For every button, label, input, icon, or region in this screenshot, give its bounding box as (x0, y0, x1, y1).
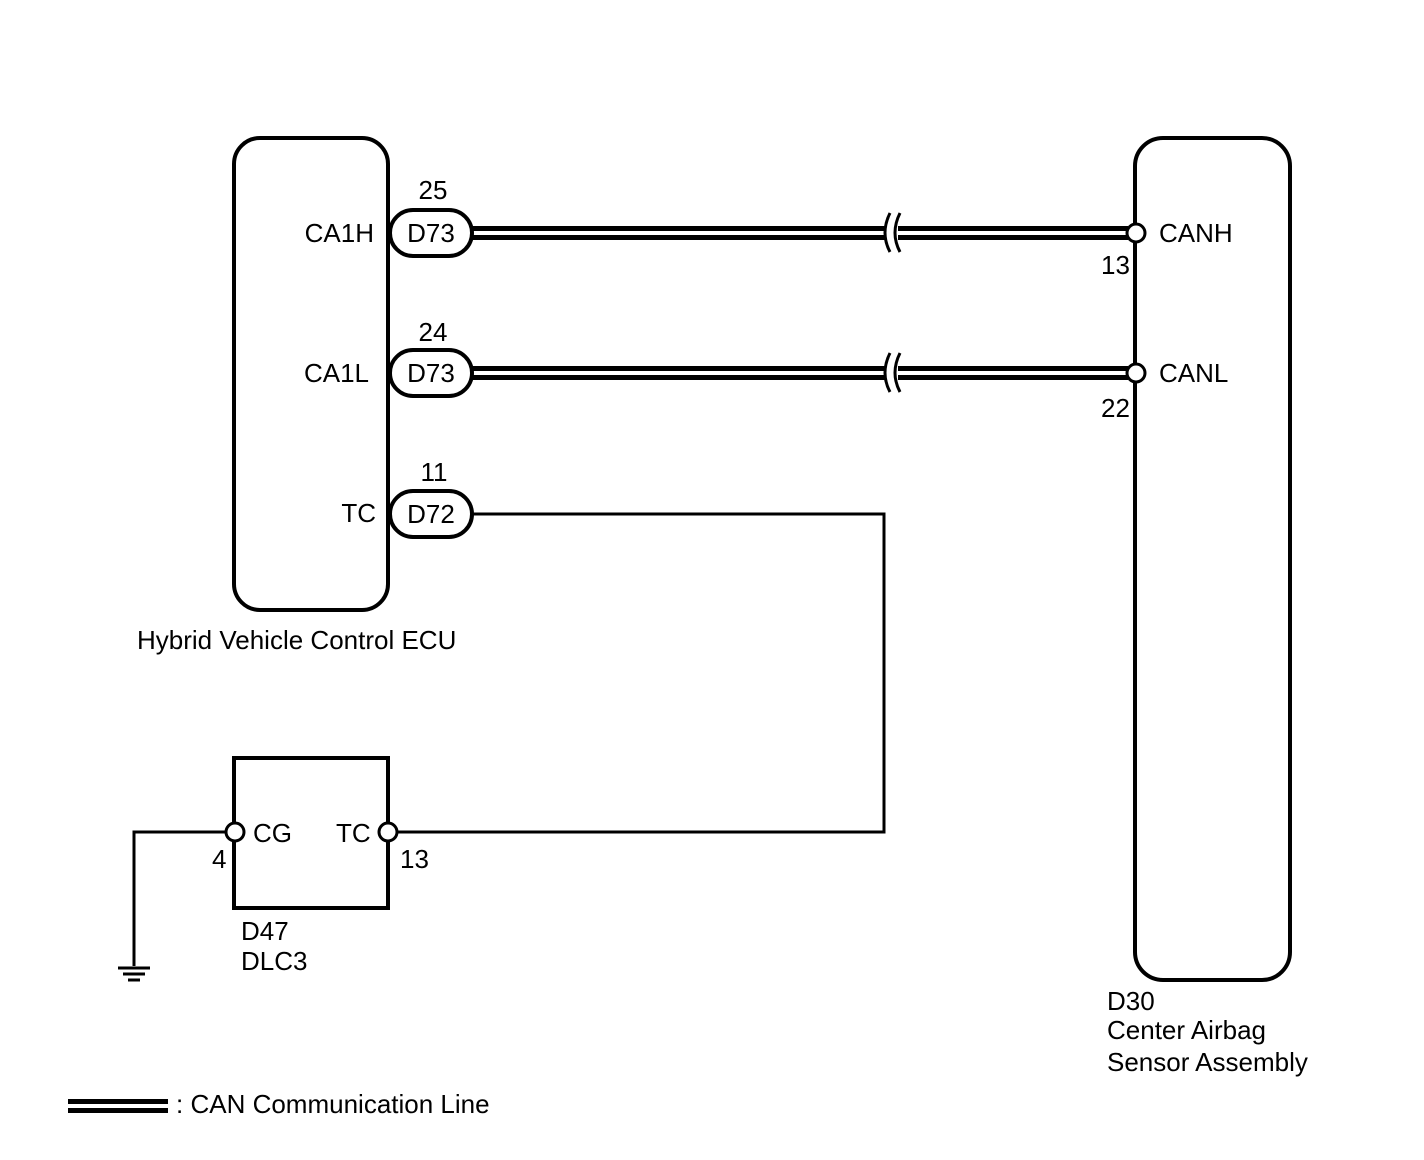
terminal-canh-label: CANH (1159, 218, 1233, 248)
legend: : CAN Communication Line (68, 1089, 490, 1119)
canh-pin-circle (1125, 222, 1147, 244)
connector-d73-ca1h-label: D73 (407, 218, 455, 248)
pin-24-number: 24 (419, 317, 448, 347)
connector-d73-ca1l: D73 (388, 348, 474, 398)
can-high-break-right (893, 212, 902, 253)
legend-label: : CAN Communication Line (176, 1089, 490, 1119)
connector-d72-tc-shape (388, 489, 474, 539)
pin-13-airbag-number: 13 (1101, 250, 1130, 280)
terminal-ca1h-label: CA1H (305, 218, 374, 248)
can-low-line (470, 352, 1128, 393)
pin-11-number: 11 (421, 457, 448, 487)
connector-d72-tc: D72 (388, 489, 474, 539)
hv-ecu-body (232, 136, 390, 612)
connector-d73-ca1h: D73 (388, 208, 474, 258)
airbag-sensor-name-line2: Sensor Assembly (1107, 1047, 1308, 1077)
terminal-tc-ecu-label: TC (341, 498, 376, 528)
can-low-break-left (883, 352, 892, 393)
pin-4-number: 4 (212, 844, 226, 874)
dlc3-connector: CG 4 TC 13 D47 DLC3 (212, 756, 429, 976)
can-high-break-left (883, 212, 892, 253)
canl-pin-circle (1125, 362, 1147, 384)
terminal-cg-label: CG (253, 818, 292, 848)
ground-icon (118, 966, 150, 982)
airbag-sensor-code: D30 (1107, 986, 1155, 1016)
terminal-canl-label: CANL (1159, 358, 1228, 388)
connector-d72-tc-label: D72 (407, 499, 455, 529)
ground-wire (132, 830, 226, 966)
dlc3-name: DLC3 (241, 946, 307, 976)
connector-d73-ca1l-label: D73 (407, 358, 455, 388)
ground-connection (118, 830, 226, 982)
terminal-tc-dlc3-label: TC (336, 818, 371, 848)
connector-d73-ca1l-shape (388, 348, 474, 398)
hv-control-ecu: Hybrid Vehicle Control ECU CA1H 25 CA1L … (137, 136, 456, 655)
can-high-line (470, 212, 1128, 253)
pin-13-dlc3-number: 13 (400, 844, 429, 874)
pin-22-airbag-number: 22 (1101, 393, 1130, 423)
connector-d73-ca1h-shape (388, 208, 474, 258)
hv-ecu-label: Hybrid Vehicle Control ECU (137, 625, 456, 655)
cg-pin-circle (224, 821, 246, 843)
airbag-sensor-body (1133, 136, 1292, 982)
dlc3-code: D47 (241, 916, 289, 946)
tc-dlc3-pin-circle (377, 821, 399, 843)
terminal-ca1l-label: CA1L (304, 358, 369, 388)
center-airbag-sensor-assembly: CANH 13 CANL 22 D30 Center Airbag Sensor… (1101, 136, 1308, 1077)
tc-wire (398, 512, 886, 834)
pin-25-number: 25 (419, 175, 448, 205)
can-low-break-right (893, 352, 902, 393)
airbag-sensor-name-line1: Center Airbag (1107, 1015, 1266, 1045)
